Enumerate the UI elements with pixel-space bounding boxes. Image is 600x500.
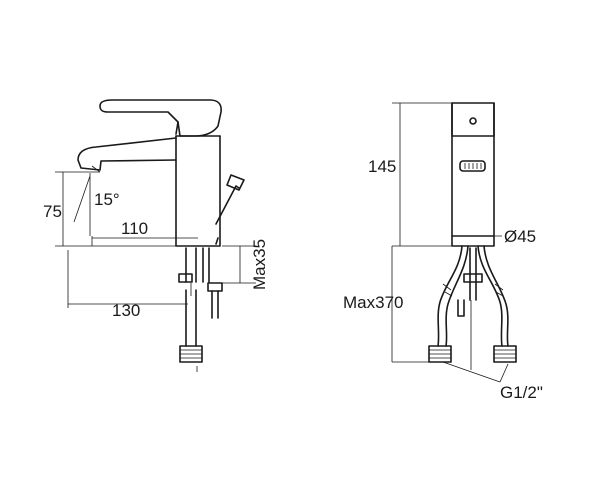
front-hose-right-ribs [494, 283, 504, 297]
angle-15-lines [73, 173, 91, 236]
dim-145-lines [392, 102, 452, 247]
front-aerator [459, 160, 486, 172]
hose-length-label: Max370 [343, 293, 403, 312]
dim-110-lines [91, 229, 198, 246]
thread-label: G1/2" [500, 383, 543, 402]
front-body [451, 102, 495, 237]
side-spout [77, 137, 177, 171]
length-130-label: 130 [112, 301, 140, 320]
side-rod-tube [202, 247, 210, 283]
front-base [451, 235, 495, 247]
front-hose-right-inner [477, 245, 503, 347]
front-rod-lower [457, 299, 465, 317]
front-hose-nut-flats [429, 349, 516, 359]
side-rod-lower [211, 290, 219, 319]
front-rod-clamp [463, 273, 483, 283]
side-hose [185, 289, 197, 347]
side-clamp-nut [178, 273, 193, 283]
side-popup-knob [226, 174, 245, 191]
front-view: 145 Ø45 Max370 G1/2" [343, 102, 543, 402]
diameter-label: Ø45 [504, 227, 536, 246]
side-popup-rod [215, 185, 240, 225]
dim-75-lines [55, 171, 176, 247]
side-shank [185, 247, 197, 283]
dim-max35-lines [222, 245, 256, 284]
side-popup-base [215, 237, 219, 245]
angle-15-label: 15° [94, 190, 120, 209]
thread-leader-lines [442, 361, 509, 383]
height-75-label: 75 [43, 202, 62, 221]
front-hose-left-outer [437, 245, 463, 347]
side-lever-handle [99, 99, 222, 137]
front-hose-left-ribs [442, 283, 453, 297]
front-hose-left-inner [445, 245, 469, 347]
dim-130-lines [67, 250, 188, 308]
side-spout-aerator [91, 165, 101, 173]
side-rod-fitting [207, 282, 223, 292]
side-centre-marks [190, 283, 198, 372]
front-aerator-grid [464, 163, 482, 169]
dim-max370-lines [391, 246, 430, 363]
side-hose-nut-flats [180, 349, 202, 359]
reach-110-label: 110 [121, 219, 148, 238]
height-145-label: 145 [368, 157, 396, 176]
side-body [175, 135, 221, 247]
front-lever [451, 102, 495, 137]
max-thickness-label: Max35 [250, 239, 269, 290]
front-lever-dot-icon [469, 117, 477, 125]
side-lever-joint [175, 121, 179, 135]
front-hose-right-outer [483, 245, 509, 347]
side-view: 75 15° 110 130 Max35 [43, 99, 269, 372]
